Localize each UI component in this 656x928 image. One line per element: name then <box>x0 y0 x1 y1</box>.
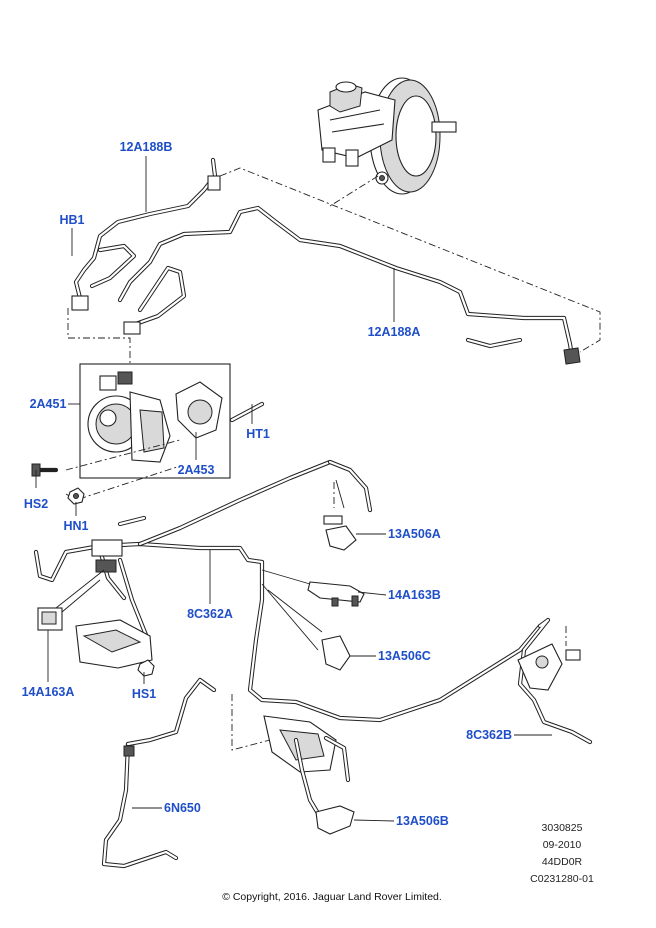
clip-13A506C <box>321 635 351 671</box>
callout-2A453: 2A453 <box>178 463 215 477</box>
callout-12A188A: 12A188A <box>368 325 421 339</box>
mounting-block <box>75 619 153 669</box>
callout-13A506C: 13A506C <box>378 649 431 663</box>
bolt-HT1 <box>229 401 265 423</box>
callout-13A506A: 13A506A <box>388 527 441 541</box>
callout-2A451: 2A451 <box>30 397 67 411</box>
nut-HN1 <box>67 487 85 505</box>
callout-HN1: HN1 <box>63 519 88 533</box>
reference-illustration-id: C0231280-01 <box>530 873 594 885</box>
callout-6N650: 6N650 <box>164 801 201 815</box>
callout-8C362B: 8C362B <box>466 728 512 742</box>
pipe-12A188A <box>117 205 581 365</box>
reference-code: 44DD0R <box>542 856 583 868</box>
callout-HS1: HS1 <box>132 687 156 701</box>
sensor-14A163A <box>37 607 63 631</box>
callout-HT1: HT1 <box>246 427 270 441</box>
callout-HB1: HB1 <box>59 213 84 227</box>
copyright-text: © Copyright, 2016. Jaguar Land Rover Lim… <box>222 891 442 903</box>
vacuum-pump-2A451 <box>87 371 171 463</box>
gasket-2A453 <box>175 381 223 439</box>
clip-13A506B <box>315 805 355 835</box>
reference-number: 3030825 <box>542 822 583 834</box>
pipe-12A188B <box>71 157 221 311</box>
callout-12A188B: 12A188B <box>120 140 173 154</box>
hose-6N650 <box>101 677 217 869</box>
pipe-8C362B <box>517 617 593 745</box>
callout-14A163B: 14A163B <box>388 588 441 602</box>
callout-14A163A: 14A163A <box>22 685 75 699</box>
reference-date: 09-2010 <box>543 839 582 851</box>
hose-8C362A <box>33 459 543 723</box>
vacuum-pump-box <box>79 363 231 479</box>
clip-13A506A <box>323 459 373 551</box>
master-cylinder <box>317 81 396 167</box>
bracket-14A163B <box>307 581 365 607</box>
bolt-HS1 <box>137 659 155 677</box>
callout-13A506B: 13A506B <box>396 814 449 828</box>
brake-booster <box>369 77 457 195</box>
callout-8C362A: 8C362A <box>187 607 233 621</box>
callout-HS2: HS2 <box>24 497 48 511</box>
valve-cluster <box>263 715 351 823</box>
